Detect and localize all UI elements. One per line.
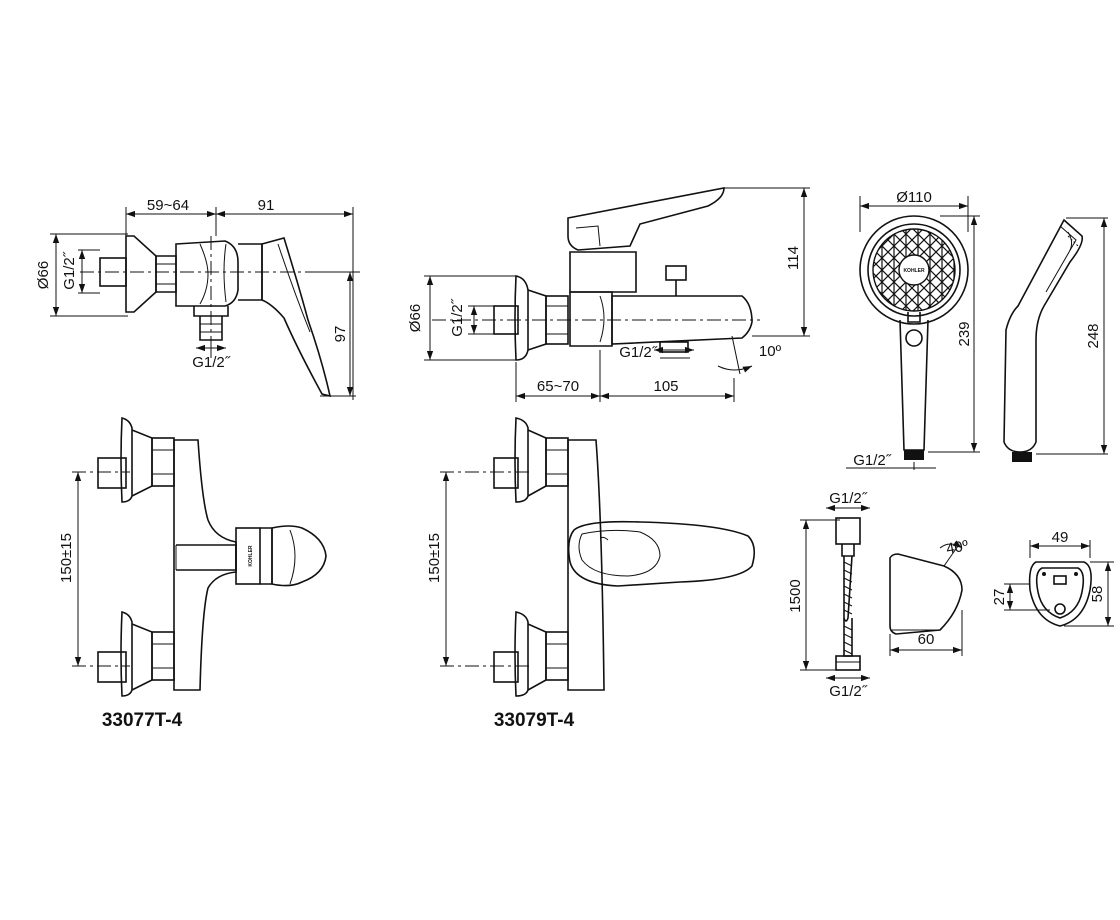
holder-side-view: 40º 60 xyxy=(889,537,970,656)
shower-mixer-front-view: KOHLER 150±15 33077T-4 xyxy=(58,416,327,731)
shower-mixer-side-view: 59~64 91 Ø66 G1/2˝ G1/2˝ xyxy=(35,197,360,400)
holder-front-view: 49 27 58 xyxy=(991,529,1114,627)
shower-mixer-dim-width-1: 59~64 xyxy=(147,197,189,214)
hand-shower-thread: G1/2˝ xyxy=(853,452,892,469)
bath-mixer-front-view: 150±15 33079T-4 xyxy=(426,417,756,731)
bath-mixer-dim-width-2: 105 xyxy=(653,378,678,395)
hand-shower-dim-diameter: Ø110 xyxy=(896,189,932,206)
shower-hose: G1/2˝ G1/2˝ 1500 xyxy=(787,490,870,700)
holder-width: 49 xyxy=(1052,529,1069,546)
hose-thread-top: G1/2˝ xyxy=(829,490,868,507)
hand-shower-dim-height: 239 xyxy=(956,321,973,346)
shower-mixer-dim-width-2: 91 xyxy=(258,197,275,214)
shower-mixer-dim-diameter: Ø66 xyxy=(35,261,52,289)
bath-mixer-dim-diameter: Ø66 xyxy=(407,304,424,332)
shower-mixer-thread-inlet: G1/2˝ xyxy=(61,251,78,290)
bath-mixer-side-view: Ø66 G1/2˝ 114 G1/2˝ 10º 65~70 105 xyxy=(407,187,810,402)
bath-mixer-dim-height: 114 xyxy=(785,246,802,270)
shower-mixer-thread-outlet: G1/2˝ xyxy=(192,354,231,371)
shower-mixer-brand-mark: KOHLER xyxy=(248,545,254,567)
hand-shower-front-view: Ø110 KOHLER 239 G1/2˝ xyxy=(846,189,980,470)
holder-angle: 40º xyxy=(945,537,970,558)
bath-mixer-dim-width-1: 65~70 xyxy=(537,378,579,395)
shower-mixer-model-number: 33077T-4 xyxy=(102,710,183,731)
hand-shower-brand-mark: KOHLER xyxy=(903,268,925,274)
bath-mixer-dim-centers: 150±15 xyxy=(426,533,443,583)
hand-shower-side-view: 248 xyxy=(1003,217,1108,462)
hand-shower-dim-side-height: 248 xyxy=(1085,323,1102,348)
hose-length: 1500 xyxy=(787,579,804,612)
bath-mixer-model-number: 33079T-4 xyxy=(494,710,575,731)
shower-mixer-dim-centers: 150±15 xyxy=(58,533,75,583)
holder-height-2: 58 xyxy=(1089,586,1106,603)
bath-mixer-angle: 10º xyxy=(759,343,782,360)
hose-thread-bottom: G1/2˝ xyxy=(829,683,868,700)
holder-height-1: 27 xyxy=(991,589,1008,606)
bath-mixer-thread-inlet: G1/2˝ xyxy=(449,298,466,337)
shower-mixer-dim-height: 97 xyxy=(332,326,349,343)
holder-depth: 60 xyxy=(918,631,935,648)
bath-mixer-thread-outlet: G1/2˝ xyxy=(619,344,658,361)
